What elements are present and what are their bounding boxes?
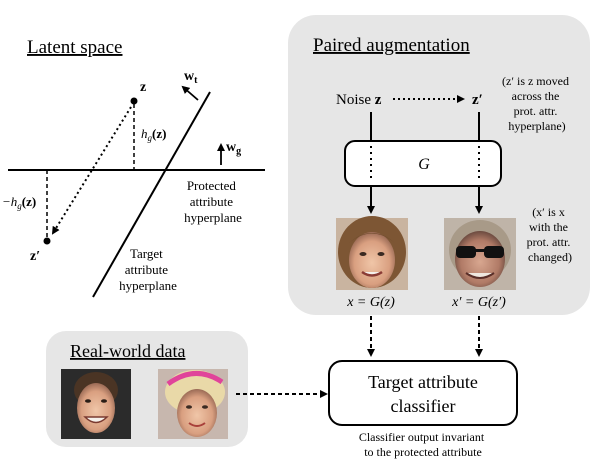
hg-z-negative-label: −hg(z) [2,194,36,211]
classifier-label-line2: classifier [391,396,456,416]
z-label: z [140,80,146,95]
w-t-arrow [181,85,199,101]
classifier-label-line1: Target attribute [368,372,478,392]
latent-space-title: Latent space [27,37,122,58]
w-t-label: wt [184,69,198,86]
x-equation: x = G(z) [346,295,395,310]
target-attribute-classifier-box [328,360,518,426]
target-hyperplane-label: Target attribute hyperplane [119,246,177,293]
generator-label: G [418,156,430,173]
classifier-caption: Classifier output invariant to the prote… [359,430,487,459]
paired-augmentation-title: Paired augmentation [313,35,470,56]
noise-z-label: Noise z [336,92,382,108]
target-hyperplane-line [92,91,211,298]
z-prime-paired-label: z′ [472,92,483,108]
x-prime-equation: x′ = G(z′) [451,295,506,310]
real-face-man-image [61,369,131,439]
w-g-label: wg [226,140,241,157]
hg-z-positive-label: hg(z) [141,126,166,143]
z-prime-changed-note: (x′ is x with the prot. attr. changed) [527,205,574,264]
z-prime-point [43,237,51,245]
z-prime-label: z′ [30,249,40,264]
generator-box [344,140,502,187]
z-prime-note: (z′ is z moved across the prot. attr. hy… [502,74,572,133]
protected-hyperplane-label: Protected attribute hyperplane [184,178,242,225]
generated-face-x-image [336,216,408,290]
z-point [130,97,138,105]
generated-face-x-prime-image [444,218,516,290]
real-world-data-title: Real-world data [70,341,185,361]
real-face-woman-image [158,369,228,439]
